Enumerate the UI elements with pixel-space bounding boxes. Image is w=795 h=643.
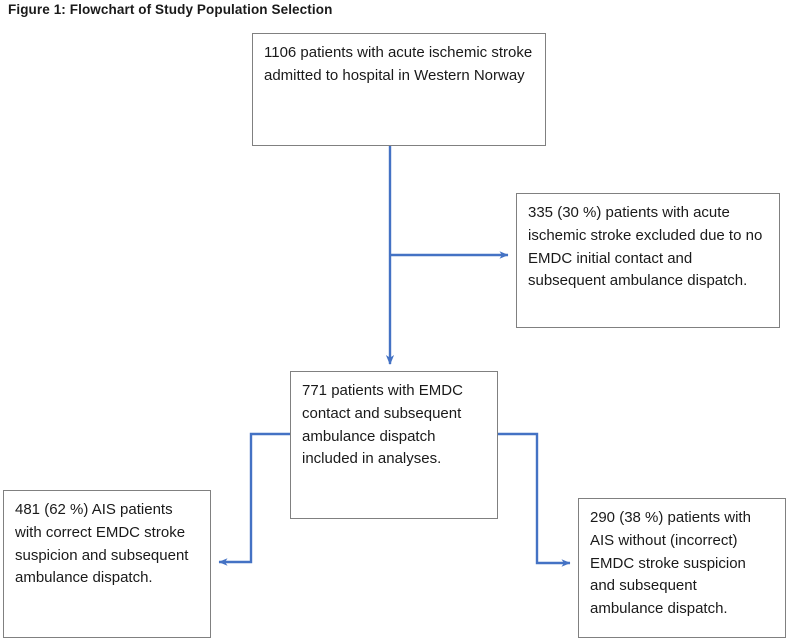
total-cohort-box: 1106 patients with acute ischemic stroke… — [252, 33, 546, 146]
excluded-box: 335 (30 %) patients with acute ischemic … — [516, 193, 780, 328]
incorrect-suspicion-text: 290 (38 %) patients with AIS without (in… — [590, 509, 751, 618]
excluded-text: 335 (30 %) patients with acute ischemic … — [528, 204, 763, 290]
included-text: 771 patients with EMDC contact and subse… — [302, 382, 463, 468]
edge-included-to-incorrect — [498, 432, 571, 567]
figure-title: Figure 1: Flowchart of Study Population … — [8, 2, 333, 17]
correct-suspicion-box: 481 (62 %) AIS patients with correct EMD… — [3, 490, 211, 638]
incorrect-suspicion-box: 290 (38 %) patients with AIS without (in… — [578, 498, 786, 638]
included-box: 771 patients with EMDC contact and subse… — [290, 371, 498, 519]
edge-included-to-correct — [218, 432, 290, 566]
correct-suspicion-text: 481 (62 %) AIS patients with correct EMD… — [15, 501, 189, 587]
total-cohort-text: 1106 patients with acute ischemic stroke… — [264, 44, 533, 84]
